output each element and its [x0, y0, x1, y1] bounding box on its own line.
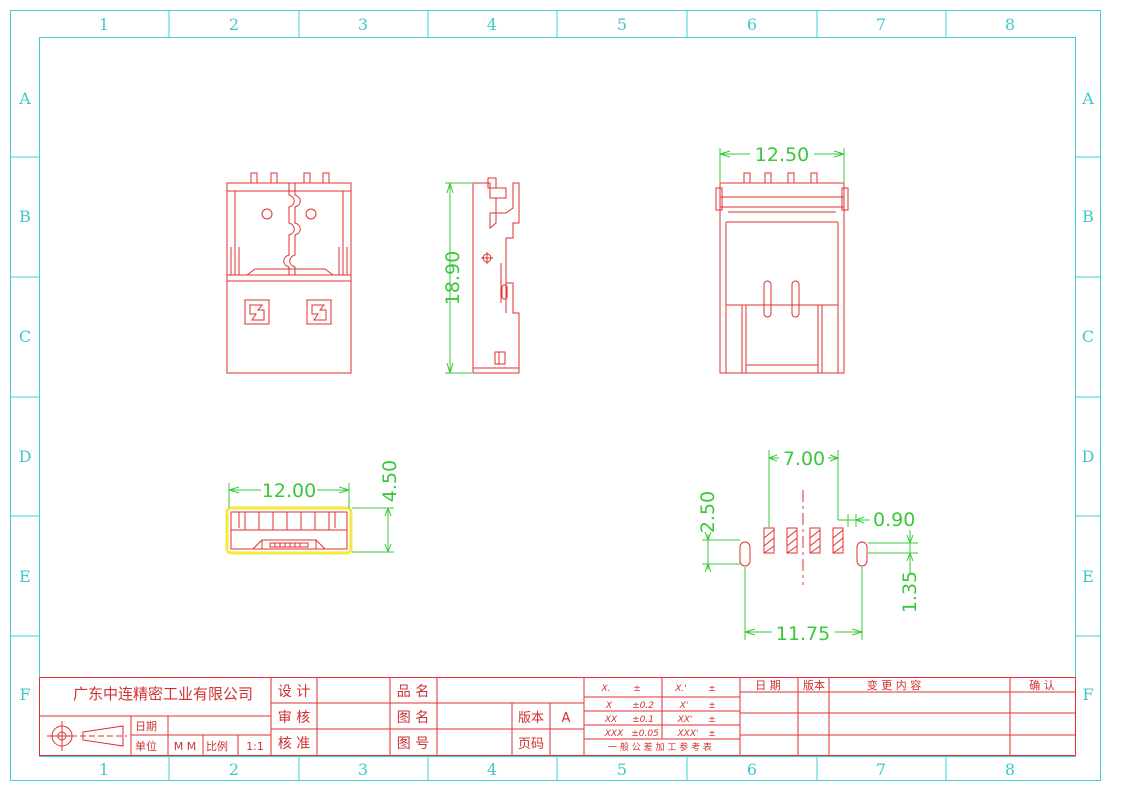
dimension-offset-left [702, 531, 740, 573]
row-label-left: B [19, 207, 31, 226]
dimension-width-front [228, 483, 350, 508]
row-label-left: C [19, 327, 31, 346]
tolerance-cell: XX [604, 715, 618, 725]
scale-label: 比例 [206, 739, 228, 753]
col-label-top: 3 [358, 15, 368, 34]
dim-label-offset-left: 2.50 [697, 491, 719, 533]
tolerance-cell: X' [679, 701, 689, 711]
approve-label: 核 准 [278, 736, 310, 752]
row-label-left: A [18, 89, 31, 108]
tolerance-cell: X [605, 701, 613, 711]
col-label-bottom: 5 [617, 760, 627, 779]
drawing-name-label: 图 名 [397, 710, 429, 726]
column-ticks [168, 10, 947, 780]
review-label: 审 核 [278, 710, 310, 726]
revision-date-header: 日 期 [755, 679, 781, 692]
col-label-top: 4 [487, 15, 497, 34]
row-label-right: B [1082, 207, 1094, 226]
col-label-top: 6 [747, 15, 757, 34]
dimension-height-side [445, 182, 472, 374]
tolerance-cell: ±0.2 [632, 701, 654, 711]
col-label-bottom: 6 [747, 760, 757, 779]
top-view [226, 172, 352, 374]
page-label: 页码 [518, 737, 544, 752]
design-label: 设 计 [278, 684, 310, 700]
col-label-bottom: 8 [1005, 760, 1015, 779]
tolerance-cell: XX' [677, 715, 693, 725]
tolerance-cell: ± [708, 701, 716, 711]
footprint-view [739, 490, 868, 585]
col-label-bottom: 3 [358, 760, 368, 779]
side-view [472, 177, 520, 374]
row-label-left: E [19, 567, 31, 586]
row-label-right: D [1082, 447, 1095, 466]
col-label-bottom: 7 [876, 760, 886, 779]
version-value: A [562, 711, 571, 726]
dim-label-width-front: 12.00 [262, 480, 316, 502]
dim-label-post-offset: 1.35 [899, 571, 921, 613]
tolerance-cell: XXX [604, 729, 624, 739]
col-label-top: 7 [876, 15, 886, 34]
rear-view [715, 172, 849, 374]
unit-value: M M [174, 740, 196, 753]
tolerance-cell: ± [708, 684, 716, 694]
dimension-pin-pitch [847, 514, 870, 527]
dimension-post-offset [868, 530, 918, 575]
tolerance-cell: ±0.1 [632, 715, 654, 725]
col-label-bottom: 1 [99, 760, 109, 779]
dimension-height-front [352, 507, 394, 553]
row-label-left: F [19, 685, 30, 704]
col-label-top: 5 [617, 15, 627, 34]
col-label-bottom: 4 [487, 760, 497, 779]
row-label-right: C [1082, 327, 1094, 346]
inner-border [39, 37, 1076, 757]
dim-label-width-top-right: 12.50 [755, 144, 809, 166]
tolerance-cell: ± [708, 729, 716, 739]
drawing-frame: 1 2 3 4 5 6 7 8 1 2 3 4 5 6 7 8 A B C D … [10, 10, 1101, 781]
tolerance-caption: 一 般 公 差 加 工 参 考 表 [608, 741, 712, 753]
col-label-top: 8 [1005, 15, 1015, 34]
date-label: 日期 [135, 720, 157, 733]
dim-label-pin-span: 7.00 [783, 448, 825, 470]
part-name-label: 品 名 [397, 684, 429, 700]
dimension-width-top-right [719, 148, 845, 182]
unit-label: 单位 [135, 739, 157, 753]
dim-label-height-side: 18.90 [442, 251, 464, 305]
dim-label-height-front: 4.50 [379, 460, 401, 502]
title-block [39, 677, 1076, 756]
tolerance-cell: X. [600, 684, 610, 694]
tolerance-cell: ±0.05 [631, 729, 659, 739]
dim-label-pin-pitch: 0.90 [873, 509, 915, 531]
tolerance-table: X. ± X.' ± X ±0.2 X' ± XX ±0.1 XX' ± XXX… [600, 684, 715, 753]
tolerance-cell: X.' [674, 684, 687, 694]
dimension-post-span [744, 567, 863, 640]
front-view [225, 506, 353, 555]
highlight-outline [225, 506, 353, 555]
revision-content-header: 变 更 内 容 [867, 678, 922, 692]
tolerance-cell: ± [708, 715, 716, 725]
row-label-right: E [1082, 567, 1094, 586]
scale-value: 1:1 [246, 740, 264, 753]
revision-confirm-header: 确 认 [1029, 679, 1055, 692]
pin-pads [763, 527, 844, 554]
revision-version-header: 版本 [803, 678, 825, 692]
tolerance-cell: ± [633, 684, 641, 694]
dimension-pin-span [768, 450, 856, 527]
row-label-right: A [1081, 89, 1094, 108]
col-label-top: 2 [229, 15, 239, 34]
outer-border [10, 10, 1101, 781]
drawing-no-label: 图 号 [397, 736, 429, 752]
row-ticks [10, 156, 1100, 637]
version-label: 版本 [518, 711, 544, 726]
col-label-bottom: 2 [229, 760, 239, 779]
dim-label-post-span: 11.75 [776, 623, 830, 645]
row-label-left: D [19, 447, 32, 466]
col-label-top: 1 [99, 15, 109, 34]
row-label-right: F [1082, 685, 1093, 704]
tolerance-cell: XXX' [677, 729, 699, 739]
company-name: 广东中连精密工业有限公司 [73, 685, 253, 703]
